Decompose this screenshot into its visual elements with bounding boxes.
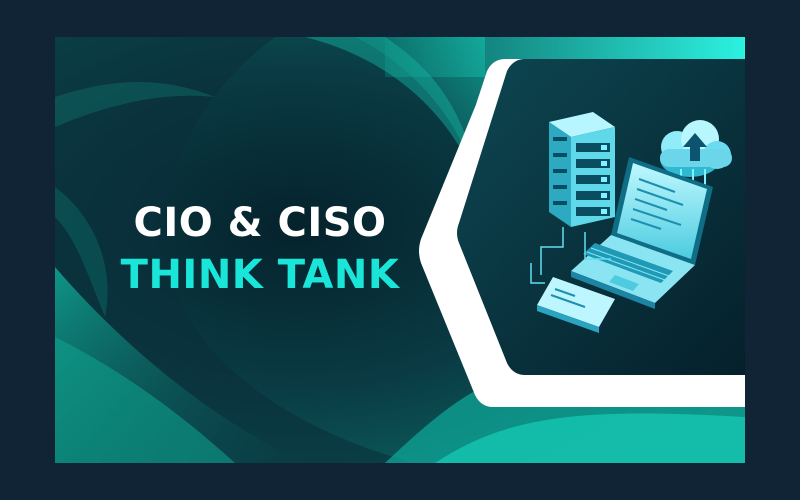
title-line-cio-ciso: CIO & CISO [133, 200, 387, 246]
tablet-icon [537, 277, 615, 333]
banner: CIO & CISO THINK TANK [55, 37, 745, 463]
title-line-think-tank: THINK TANK [120, 252, 400, 298]
server-rack-icon [549, 112, 615, 227]
network-connectors [530, 227, 611, 284]
laptop-icon [571, 157, 713, 309]
banner-title: CIO & CISO THINK TANK [55, 197, 465, 301]
background-swirl [55, 37, 745, 463]
